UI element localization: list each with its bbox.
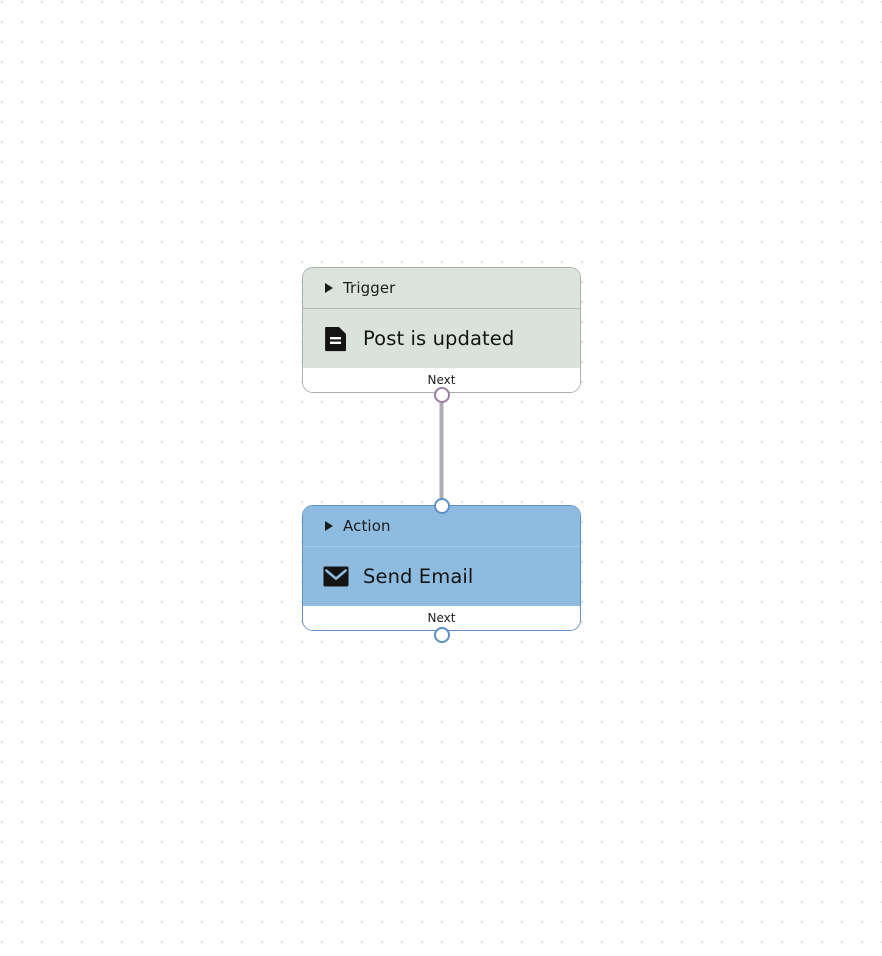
triangle-right-icon[interactable] [325, 521, 333, 531]
node-action-footer: Next [303, 606, 580, 630]
envelope-icon [323, 564, 349, 590]
node-action-header-label: Action [343, 516, 391, 535]
node-trigger-header[interactable]: Trigger [303, 268, 580, 308]
node-trigger[interactable]: Trigger Post is updated Next [302, 267, 581, 393]
port-trigger-next-output[interactable] [433, 387, 450, 403]
document-icon [323, 326, 349, 352]
triangle-right-icon[interactable] [325, 283, 333, 293]
node-action-title: Send Email [363, 564, 474, 588]
port-action-next-output[interactable] [433, 627, 450, 643]
node-trigger-header-label: Trigger [343, 278, 396, 297]
node-trigger-body[interactable]: Post is updated [303, 308, 580, 368]
node-trigger-footer: Next [303, 368, 580, 392]
port-action-input[interactable] [433, 497, 450, 514]
node-action-body[interactable]: Send Email [303, 546, 580, 606]
node-trigger-title: Post is updated [363, 326, 515, 350]
node-trigger-footer-label: Next [427, 373, 456, 387]
node-action[interactable]: Action Send Email Next [302, 505, 581, 631]
node-action-footer-label: Next [427, 611, 456, 625]
